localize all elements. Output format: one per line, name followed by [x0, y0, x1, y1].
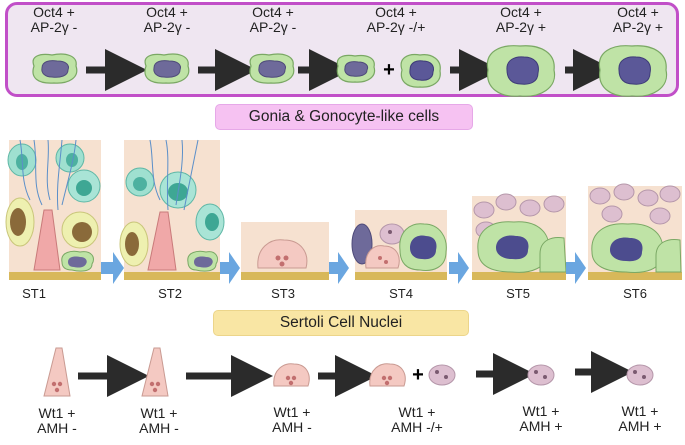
stage-label-st4: ST4	[389, 286, 413, 301]
gonia-section-title: Gonia & Gonocyte-like cells	[215, 104, 473, 130]
gonia-marker-3: Oct4 + AP-2γ -	[228, 5, 318, 35]
stage-arrow-1	[101, 252, 124, 284]
sertoli-marker-4: Wt1 + AMH -/+	[372, 405, 462, 435]
stage-arrow-4	[449, 252, 469, 284]
sertoli-marker-5-amh: AMH +	[519, 418, 563, 434]
stage-st4-illustration	[351, 210, 447, 280]
stage-label-st2: ST2	[158, 286, 182, 301]
sertoli-nucleus-4	[428, 364, 456, 386]
sertoli-marker-2-amh: AMH -	[139, 420, 179, 436]
gonia-marker-2: Oct4 + AP-2γ -	[122, 5, 212, 35]
stage-st5-illustration	[472, 193, 567, 280]
stage-label-st1: ST1	[22, 286, 46, 301]
sertoli-marker-5: Wt1 + AMH +	[496, 404, 586, 434]
sertoli-marker-6-wt1: Wt1 +	[621, 403, 659, 419]
sertoli-marker-6: Wt1 + AMH +	[595, 404, 685, 434]
gonia-marker-6-ap2: AP-2γ +	[612, 19, 664, 35]
stage-label-st6: ST6	[623, 286, 647, 301]
sertoli-cell-2	[141, 347, 169, 397]
sertoli-marker-1: Wt1 + AMH -	[12, 406, 102, 436]
gonia-cell-2	[144, 53, 190, 84]
sertoli-cell-4	[369, 363, 406, 387]
sertoli-marker-3-wt1: Wt1 +	[273, 404, 311, 420]
stage-st3-illustration	[241, 222, 329, 280]
sertoli-marker-3-amh: AMH -	[272, 419, 312, 435]
gonia-marker-4-oct4: Oct4 +	[375, 4, 417, 20]
stage-label-st5: ST5	[506, 286, 530, 301]
gonia-marker-2-oct4: Oct4 +	[146, 4, 188, 20]
gonia-cell-3	[249, 53, 295, 84]
stage-arrow-5	[566, 252, 586, 284]
sertoli-nucleus-5	[527, 364, 555, 386]
sertoli-marker-4-wt1: Wt1 +	[398, 404, 436, 420]
sertoli-marker-2: Wt1 + AMH -	[114, 406, 204, 436]
sertoli-plus-sign: +	[412, 364, 424, 386]
gonia-marker-3-oct4: Oct4 +	[252, 4, 294, 20]
sertoli-cell-3	[273, 363, 310, 387]
sertoli-marker-2-wt1: Wt1 +	[140, 405, 178, 421]
stage-st6-illustration	[588, 183, 682, 280]
gonia-marker-5: Oct4 + AP-2γ +	[476, 5, 566, 35]
sertoli-cell-1	[43, 347, 71, 397]
gonia-marker-2-ap2: AP-2γ -	[143, 19, 191, 35]
sertoli-marker-5-wt1: Wt1 +	[522, 403, 560, 419]
sertoli-marker-6-amh: AMH +	[618, 418, 662, 434]
gonia-marker-5-ap2: AP-2γ +	[495, 19, 547, 35]
gonia-cell-5	[486, 45, 556, 97]
gonia-marker-1: Oct4 + AP-2γ -	[9, 5, 99, 35]
gonia-marker-3-ap2: AP-2γ -	[249, 19, 297, 35]
gonia-plus-sign: +	[383, 59, 395, 81]
gonia-cell-1	[32, 53, 78, 84]
sertoli-marker-3: Wt1 + AMH -	[247, 405, 337, 435]
gonia-marker-6-oct4: Oct4 +	[617, 4, 659, 20]
gonia-cell-4b	[400, 53, 441, 88]
gonia-marker-4: Oct4 + AP-2γ -/+	[351, 5, 441, 35]
gonia-marker-4-ap2: AP-2γ -/+	[366, 19, 426, 35]
gonia-cell-4a	[336, 54, 376, 83]
stage-arrow-2	[220, 252, 240, 284]
stage-arrow-3	[329, 252, 349, 284]
gonia-marker-6: Oct4 + AP-2γ +	[593, 5, 683, 35]
sertoli-marker-4-amh: AMH -/+	[391, 419, 443, 435]
stage-st2-illustration	[119, 139, 225, 280]
sertoli-nucleus-6	[626, 364, 654, 386]
stage-st1-illustration	[5, 139, 101, 280]
stage-label-st3: ST3	[271, 286, 295, 301]
gonia-marker-5-oct4: Oct4 +	[500, 4, 542, 20]
gonia-marker-1-ap2: AP-2γ -	[30, 19, 78, 35]
sertoli-section-title: Sertoli Cell Nuclei	[213, 310, 469, 336]
gonia-cell-6	[598, 45, 668, 97]
sertoli-marker-1-amh: AMH -	[37, 420, 77, 436]
sertoli-marker-1-wt1: Wt1 +	[38, 405, 76, 421]
gonia-marker-1-oct4: Oct4 +	[33, 4, 75, 20]
